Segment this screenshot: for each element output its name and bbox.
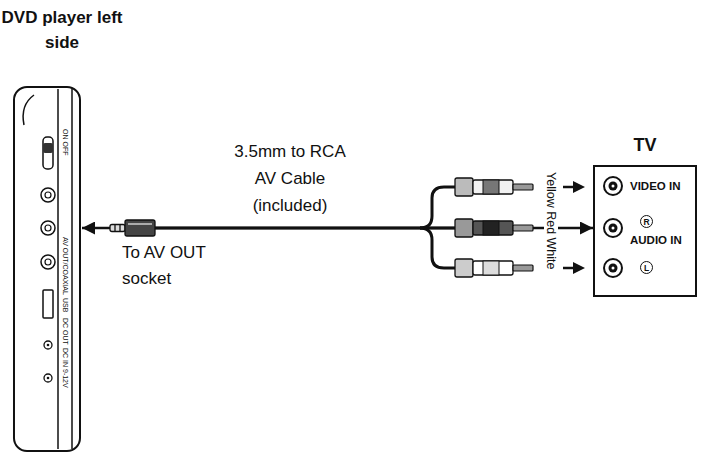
cable-branch	[420, 187, 456, 228]
tv-box: TVVIDEO INRAUDIO INL	[593, 165, 697, 297]
plug-pin	[513, 184, 533, 190]
housing-edge	[23, 95, 34, 125]
rca-plug	[455, 219, 533, 237]
dc-socket	[44, 341, 52, 349]
device-heading: TV	[593, 133, 697, 157]
socket-label: ON OFF	[61, 129, 69, 155]
channel-mark: R	[640, 215, 653, 228]
plug-band	[483, 261, 499, 275]
dc-pin	[47, 377, 50, 380]
plug-body	[473, 261, 513, 275]
socket	[41, 188, 55, 202]
rca-socket-pin	[612, 185, 615, 188]
callout-text: To AV OUT socket	[122, 240, 232, 292]
socket	[41, 221, 55, 235]
plug-collar	[455, 259, 473, 277]
socket-hole	[45, 192, 51, 198]
socket-hole	[45, 225, 51, 231]
socket-label: AUDIO IN	[630, 233, 682, 247]
plug-pin	[513, 265, 533, 271]
jack-body	[125, 220, 155, 236]
rca-plug	[455, 259, 533, 277]
tv-panel	[594, 166, 696, 296]
panel-line	[57, 89, 59, 449]
dc-socket	[44, 374, 52, 382]
rca-socket-core	[609, 182, 618, 191]
insert-arrow	[563, 181, 585, 274]
player-housing	[14, 87, 80, 451]
usb-port	[43, 290, 53, 318]
plug-band	[483, 221, 499, 235]
socket-label: USB	[61, 298, 69, 312]
plug-pin	[513, 225, 533, 231]
channel-mark: L	[640, 261, 653, 274]
cable	[155, 227, 456, 230]
rca-socket	[604, 177, 622, 195]
wire-colours: Yellow Red White	[544, 170, 558, 272]
rca-socket	[604, 219, 622, 237]
dvd-player: DVD player left sideON OFFAV OUT/COAXIAL…	[12, 85, 82, 453]
socket	[41, 255, 55, 269]
rca-plug	[455, 178, 533, 196]
socket-hole	[45, 259, 51, 265]
arrow-head	[573, 262, 585, 274]
socket-label: DC OUT	[61, 318, 69, 345]
socket-label: DC IN 9-12V	[61, 348, 69, 388]
dc-pin	[47, 344, 50, 347]
panel-line	[71, 89, 73, 449]
rca-socket-core	[609, 264, 618, 273]
rca-socket-pin	[612, 227, 615, 230]
rca-socket-core	[609, 224, 618, 233]
switch-knob	[43, 143, 53, 153]
power-switch	[43, 137, 53, 169]
jack-plug	[110, 220, 155, 236]
rca-socket	[604, 259, 622, 277]
device-heading: DVD player left side	[0, 5, 127, 55]
plug-collar	[455, 178, 473, 196]
plug-body	[473, 180, 513, 194]
jack-highlight	[128, 223, 152, 225]
socket-label: VIDEO IN	[630, 179, 680, 193]
arrow-head	[573, 181, 585, 193]
plug-band	[483, 180, 499, 194]
plug-collar	[455, 219, 473, 237]
jack-ring	[114, 225, 115, 232]
cable-label: 3.5mm to RCA AV Cable (included)	[228, 138, 352, 219]
cable-branch	[420, 228, 456, 268]
jack-ring	[119, 225, 120, 232]
jack-tip	[110, 225, 125, 232]
player-body	[12, 85, 82, 453]
socket-label: AV OUT/COAXIAL	[61, 237, 69, 295]
rca-socket-pin	[612, 267, 615, 270]
plug-body	[473, 221, 513, 235]
